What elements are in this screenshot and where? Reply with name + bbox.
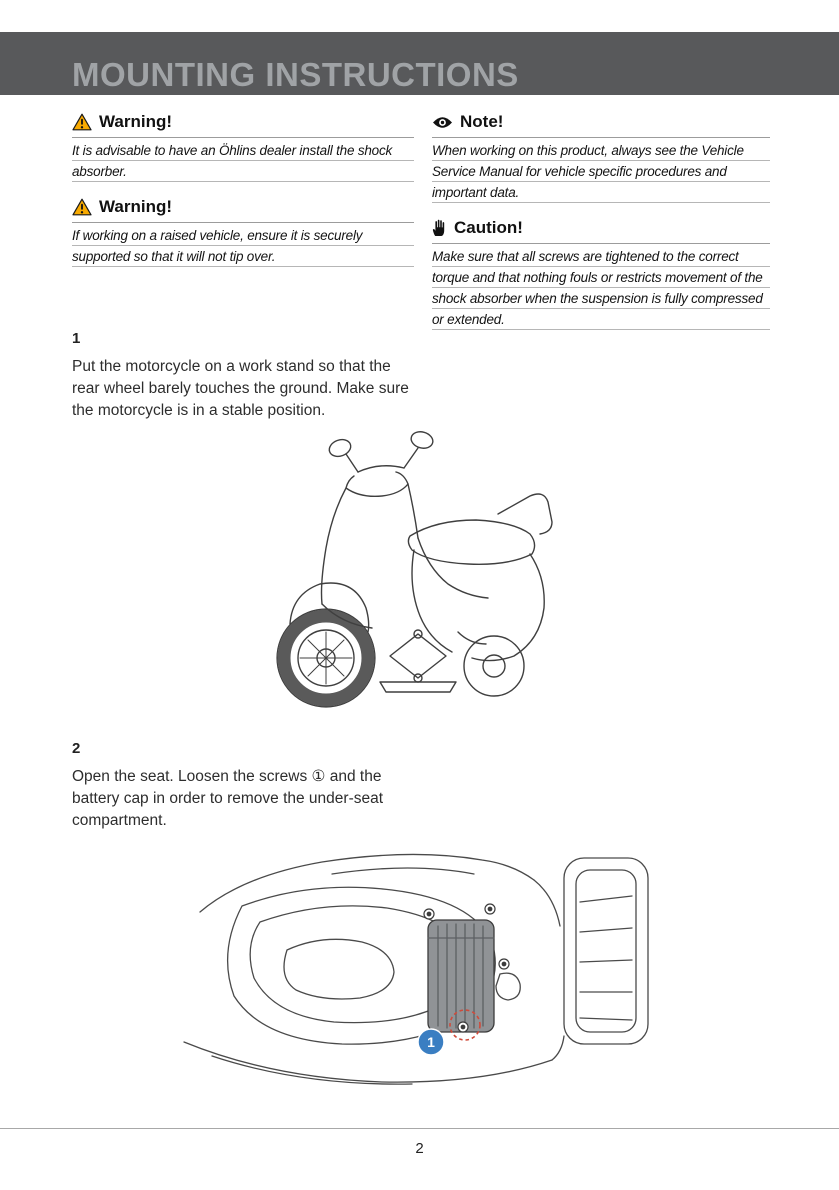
header-band: MOUNTING INSTRUCTIONS: [0, 32, 839, 95]
step-2-text: Open the seat. Loosen the screws ① and t…: [72, 768, 384, 829]
notice-caution-label: Caution!: [454, 218, 523, 237]
footer-rule: [0, 1128, 839, 1129]
notice-note-text: When working on this product, always see…: [432, 140, 770, 203]
latch: [495, 972, 521, 1001]
body-sweep-lines: [183, 853, 553, 1085]
notice-warning-2-text: If working on a raised vehicle, ensure i…: [72, 225, 414, 267]
notice-warning-2-header: Warning!: [72, 197, 414, 223]
front-body: [289, 483, 419, 633]
screw-highlight-circle: [449, 1009, 481, 1041]
notice-caution: Caution! Make sure that all screws are t…: [432, 218, 770, 330]
step-1: 1 Put the motorcycle on a work stand so …: [72, 330, 422, 422]
seat: [407, 519, 536, 565]
page-title: MOUNTING INSTRUCTIONS: [72, 56, 519, 93]
callout-1-label: 1: [427, 1034, 435, 1050]
compartment-box: [427, 919, 495, 1033]
step-1-text: Put the motorcycle on a work stand so th…: [72, 358, 409, 419]
notice-warning-2: Warning! If working on a raised vehicle,…: [72, 197, 414, 267]
notice-warning-1-label: Warning!: [99, 112, 173, 131]
rear-rack: [497, 493, 553, 535]
mirrors: [328, 431, 434, 473]
notice-note-header: Note!: [432, 112, 770, 138]
page-number: 2: [415, 1140, 424, 1157]
notice-caution-text: Make sure that all screws are tightened …: [432, 246, 770, 330]
notice-warning-1: Warning! It is advisable to have an Öhli…: [72, 112, 414, 182]
notice-column-left: Warning! It is advisable to have an Öhli…: [72, 112, 414, 345]
notice-warning-2-label: Warning!: [99, 197, 173, 216]
hand-icon: [432, 219, 445, 236]
work-stand: [379, 629, 457, 693]
warning-icon: [72, 198, 92, 216]
eye-icon: [433, 116, 452, 128]
screws: [423, 903, 510, 1033]
seat-compartment-illustration: 1: [182, 846, 662, 1091]
floorboard: [321, 537, 489, 629]
step-2-number: 2: [72, 740, 81, 757]
handlebar: [345, 465, 409, 498]
notice-note: Note! When working on this product, alwa…: [432, 112, 770, 203]
step-2: 2 Open the seat. Loosen the screws ① and…: [72, 740, 422, 832]
rear-body: [411, 549, 545, 662]
callout-1: 1: [417, 1028, 445, 1056]
warning-icon: [72, 113, 92, 131]
notice-column-right: Note! When working on this product, alwa…: [432, 112, 770, 345]
step-1-number: 1: [72, 330, 81, 347]
notice-caution-header: Caution!: [432, 218, 770, 244]
notice-note-label: Note!: [460, 112, 504, 131]
notice-warning-1-header: Warning!: [72, 112, 414, 138]
luggage-rack: [533, 857, 649, 1061]
front-wheel: [276, 608, 376, 708]
scooter-illustration: [262, 418, 582, 723]
rear-wheel: [463, 635, 525, 697]
notice-columns: Warning! It is advisable to have an Öhli…: [72, 112, 770, 345]
notice-warning-1-text: It is advisable to have an Öhlins dealer…: [72, 140, 414, 182]
